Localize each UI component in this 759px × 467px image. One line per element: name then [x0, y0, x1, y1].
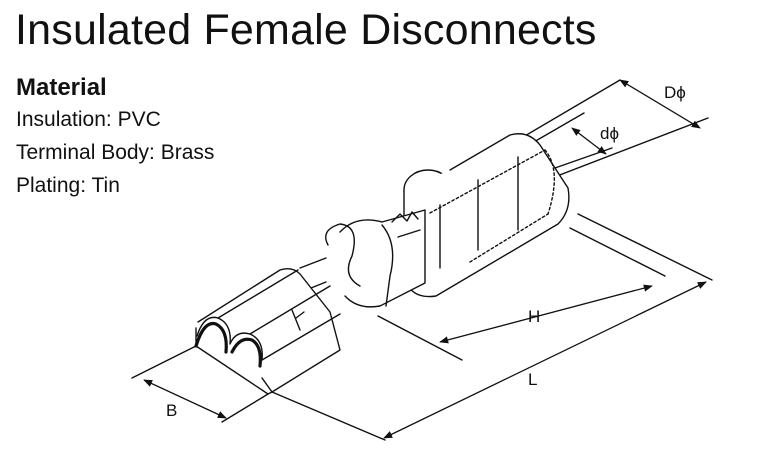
dim-line-width [143, 379, 227, 419]
page-title: Insulated Female Disconnects [15, 6, 597, 54]
dim-line-length [383, 281, 707, 439]
label-length: L [528, 370, 537, 389]
dim-line-inner-diameter [571, 127, 607, 155]
insulation-sleeve [403, 133, 570, 298]
spec-plating: Plating: Tin [16, 174, 120, 197]
label-outer-diameter: Dϕ [664, 83, 686, 102]
spec-insulation: Insulation: PVC [16, 108, 161, 131]
label-inner-diameter: dϕ [600, 124, 619, 143]
label-height: H [528, 307, 540, 326]
material-heading: Material [16, 74, 107, 101]
dim-line-height [439, 284, 653, 344]
crimp-barrel [339, 209, 426, 308]
spec-terminal-body: Terminal Body: Brass [16, 141, 215, 164]
dim-line-outer-diameter [619, 79, 701, 129]
female-receptacle [194, 267, 341, 395]
label-width: B [166, 401, 177, 420]
